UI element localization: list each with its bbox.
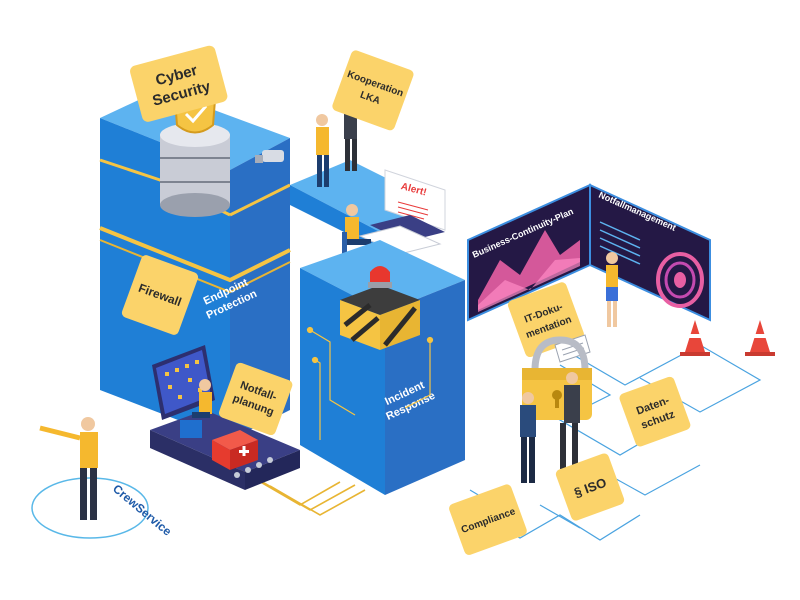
datenschutz-label: Daten- schutz: [619, 376, 691, 447]
operator-person: [342, 204, 371, 260]
iso-label: § ISO: [555, 453, 625, 521]
hazard-box: [340, 285, 420, 350]
connector-plugs: [234, 457, 273, 478]
presenter-person: [606, 252, 618, 327]
tower-circuit-traces: [306, 326, 434, 440]
crewservice-text: CrewService: [110, 482, 174, 539]
cyber-security-label: Cyber Security: [130, 45, 228, 122]
firewall-label: Firewall: [121, 255, 199, 335]
security-camera-icon: [255, 150, 284, 163]
lock-carrier-people: [520, 372, 580, 483]
alert-panel: Alert!: [384, 169, 446, 231]
traffic-cone-icon: [680, 320, 710, 356]
first-aid-kit-icon: [212, 430, 258, 470]
notfallplanung-label: Notfall- planung: [218, 362, 293, 436]
traffic-cone-icon-2: [745, 320, 775, 356]
analyst-person: [180, 379, 212, 438]
server-stack: [160, 123, 230, 217]
compliance-label: Compliance: [449, 484, 527, 555]
siren-icon: [368, 266, 392, 288]
kooperation-lka-label: Kooperation LKA: [332, 50, 414, 131]
crewservice-person: [39, 417, 98, 520]
